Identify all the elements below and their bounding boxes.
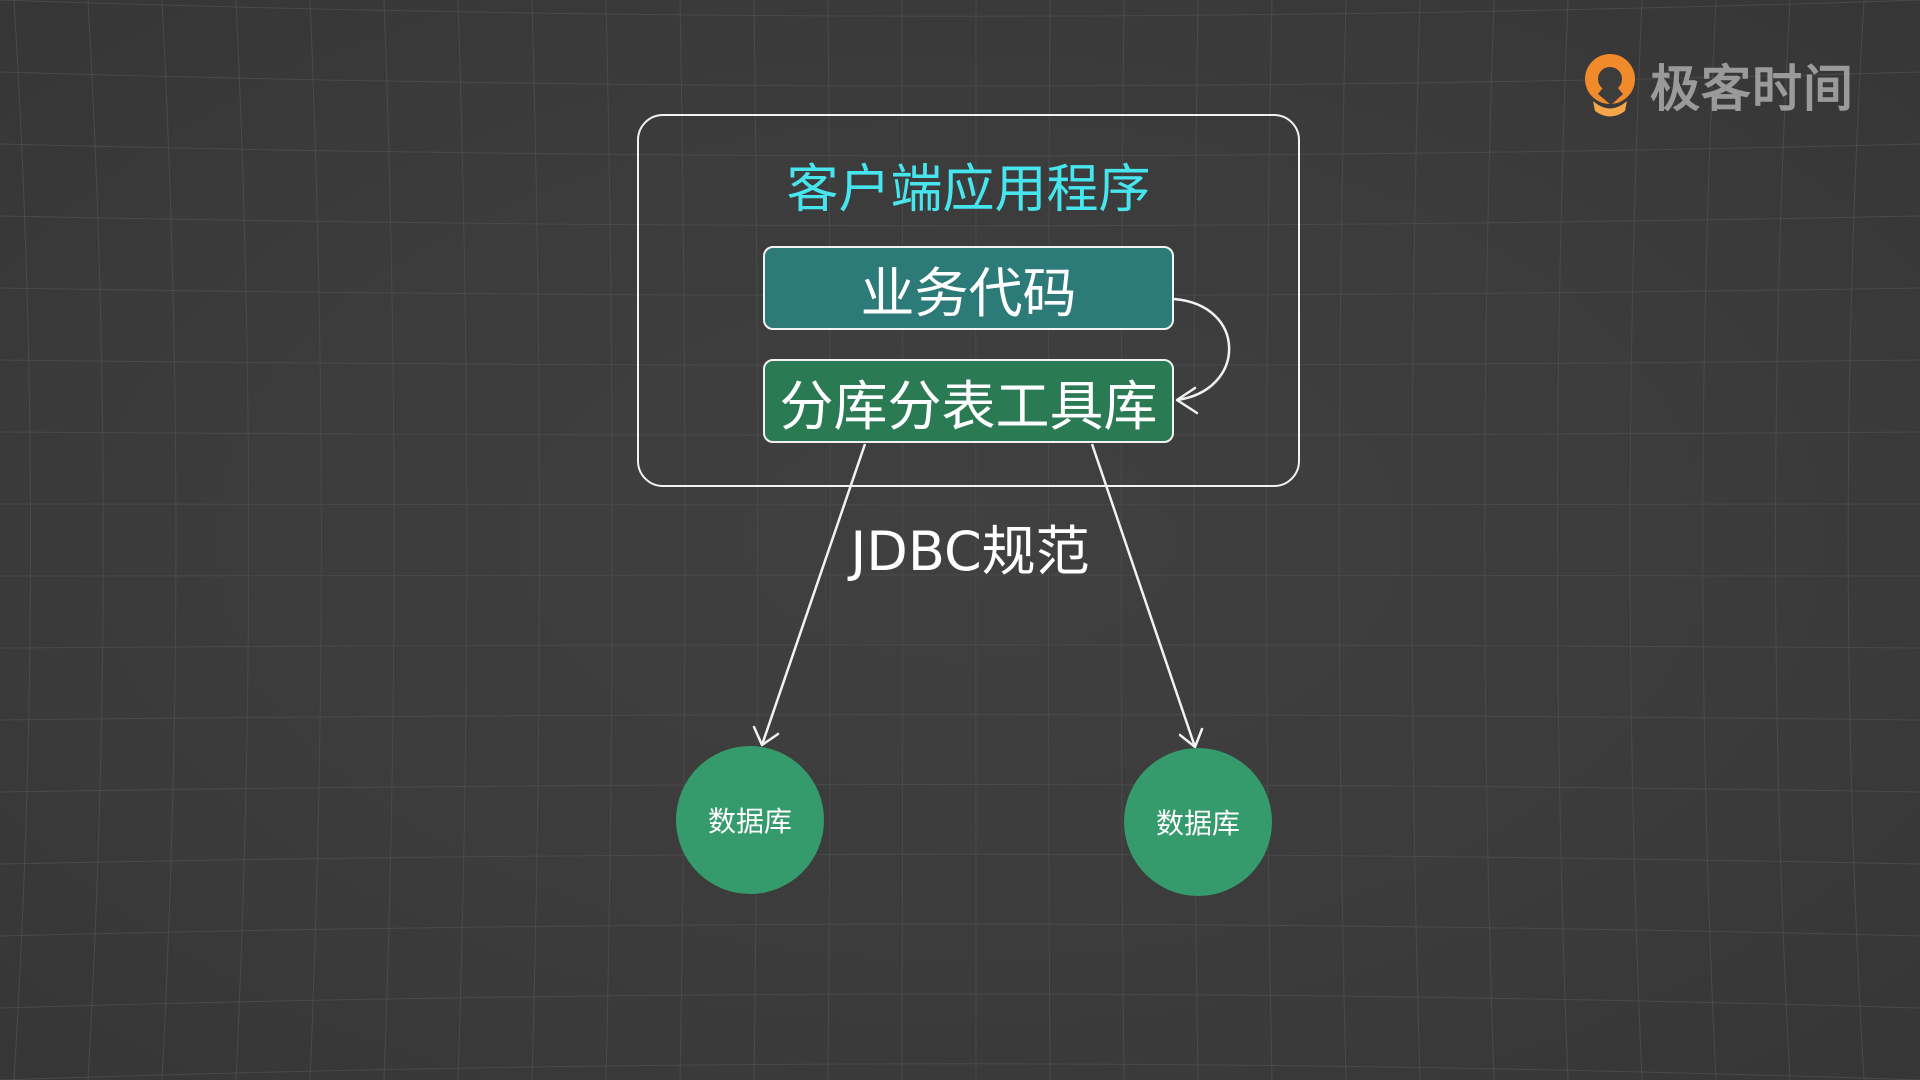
grid-line-horizontal-3: [0, 215, 1920, 227]
grid-line-horizontal-14: [0, 993, 1920, 1009]
grid-line-vertical-2: [87, 0, 104, 1080]
grid-line-vertical-20: [1411, 0, 1421, 1080]
grid-line-vertical-19: [1338, 0, 1347, 1080]
grid-line-horizontal-11: [0, 783, 1920, 793]
grid-line-horizontal-2: [0, 143, 1920, 157]
sharding-to-database-left-arrowhead: [752, 725, 780, 747]
grid-line-horizontal-12: [0, 853, 1920, 865]
grid-line-horizontal-9: [0, 644, 1920, 649]
brand-name: 极客时间: [1650, 60, 1854, 118]
sharding-to-database-right-arrow: [1090, 443, 1197, 748]
grid-line-vertical-23: [1629, 0, 1643, 1080]
business-to-sharding-arrowhead: [1175, 386, 1199, 415]
business-code-box: 业务代码: [763, 246, 1174, 330]
grid-line-vertical-25: [1774, 0, 1791, 1080]
sharding-to-database-left-arrow: [760, 443, 867, 746]
grid-line-horizontal-10: [0, 714, 1920, 721]
grid-line-vertical-10: [679, 0, 686, 1080]
grid-line-vertical-7: [457, 0, 468, 1080]
geektime-logo-icon: [1585, 54, 1635, 117]
grid-line-vertical-26: [1847, 0, 1865, 1080]
grid-line-vertical-4: [235, 0, 250, 1080]
grid-line-vertical-9: [605, 0, 613, 1080]
client-app-title: 客户端应用程序: [786, 160, 1151, 220]
grid-line-vertical-15: [1047, 0, 1051, 1080]
grid-line-horizontal-13: [0, 923, 1920, 937]
business-to-sharding-arrow: [1173, 297, 1231, 402]
grid-line-vertical-8: [531, 0, 540, 1080]
grid-line-horizontal-8: [0, 574, 1920, 577]
client-app-container: [637, 114, 1300, 487]
sharding-library-box: 分库分表工具库: [763, 359, 1174, 443]
grid-line-vertical-11: [753, 0, 759, 1080]
grid-line-vertical-17: [1193, 0, 1199, 1080]
grid-line-horizontal-0: [0, 0, 1920, 17]
grid-line-vertical-21: [1484, 0, 1495, 1080]
grid-line-vertical-13: [901, 0, 904, 1080]
grid-line-vertical-16: [1120, 0, 1125, 1080]
grid-line-vertical-5: [309, 0, 322, 1080]
grid-line-vertical-18: [1266, 0, 1273, 1080]
grid-line-horizontal-7: [0, 503, 1920, 506]
grid-line-vertical-6: [383, 0, 395, 1080]
jdbc-spec-label: JDBC规范: [850, 520, 1090, 583]
sharding-to-database-right-arrowhead: [1178, 727, 1204, 749]
grid-line-vertical-1: [13, 0, 32, 1080]
database-node-right: 数据库: [1124, 748, 1272, 896]
brand-logo: 极客时间: [1578, 48, 1854, 122]
grid-line-vertical-24: [1702, 0, 1717, 1080]
database-node-left: 数据库: [676, 746, 824, 894]
grid-line-vertical-3: [161, 0, 177, 1080]
grid-line-horizontal-15: [0, 1063, 1920, 1080]
grid-line-vertical-22: [1556, 0, 1569, 1080]
grid-line-vertical-12: [827, 0, 831, 1080]
